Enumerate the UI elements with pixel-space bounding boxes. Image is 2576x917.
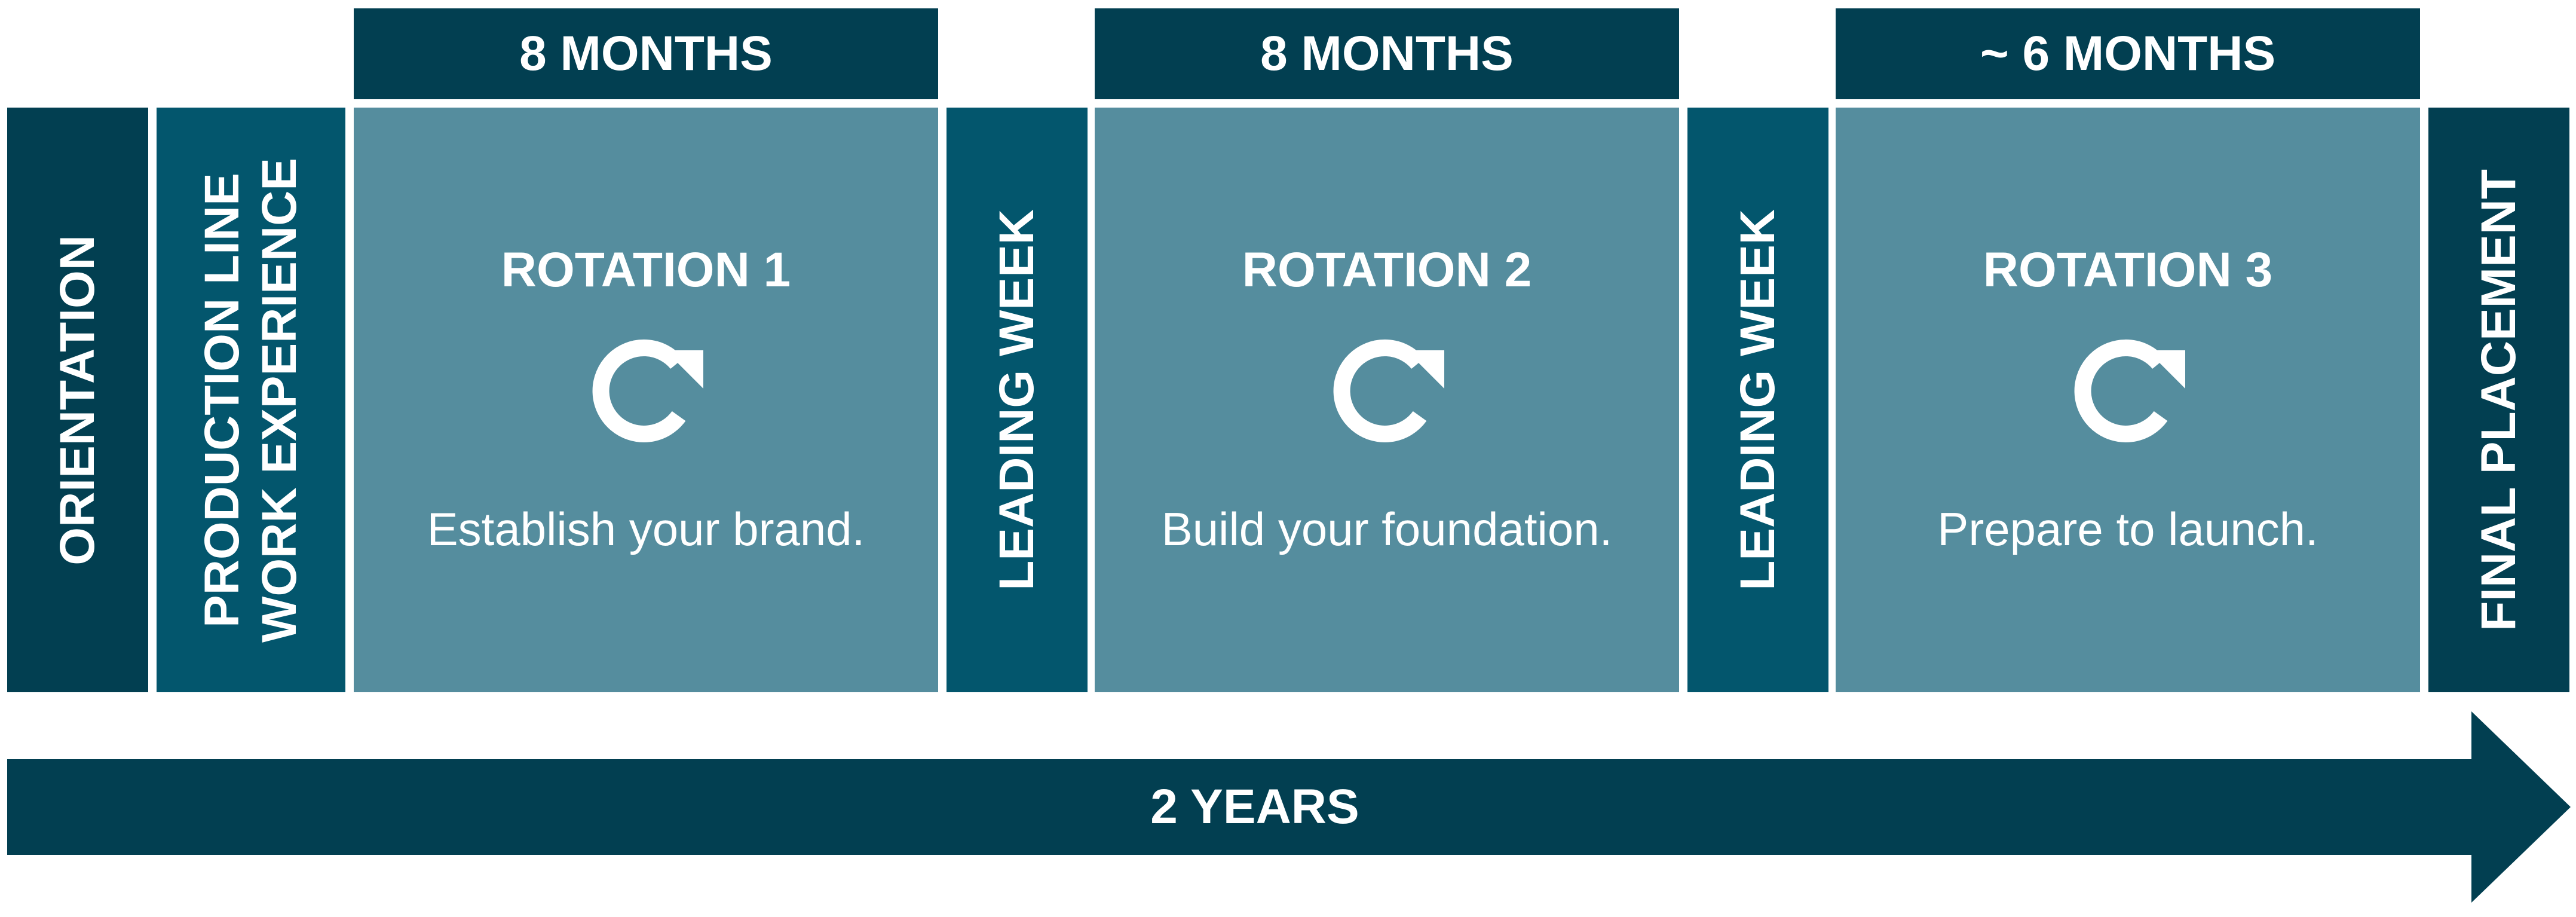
rotation-title: ROTATION 1 [501, 243, 791, 297]
phase-final-placement: FINAL PLACEMENT [2428, 108, 2569, 692]
rotation-description: Establish your brand. [427, 503, 865, 555]
rotation-title: ROTATION 2 [1242, 243, 1532, 297]
timeline-arrow [7, 711, 2571, 903]
rotate-arrow-icon [592, 339, 703, 442]
rotate-arrow-icon [2074, 339, 2185, 442]
phase-label: ORIENTATION [50, 234, 105, 566]
rotation-title: ROTATION 3 [1983, 243, 2273, 297]
phase-label-line-2: WORK EXPERIENCE [252, 157, 307, 643]
timeline-label: 2 YEARS [1150, 780, 1359, 834]
duration-rotation-2: 8 MONTHS [1095, 8, 1679, 99]
rotation-description: Prepare to launch. [1937, 503, 2318, 555]
rotation-2: ROTATION 2 Build your foundation. [1095, 108, 1679, 692]
duration-label: ~ 6 MONTHS [1980, 26, 2276, 81]
duration-rotation-3: ~ 6 MONTHS [1836, 8, 2420, 99]
phase-label-line-1: PRODUCTION LINE [195, 172, 249, 628]
rotation-1: ROTATION 1 Establish your brand. [354, 108, 938, 692]
phase-orientation: ORIENTATION [7, 108, 148, 692]
duration-label: 8 MONTHS [519, 26, 773, 81]
rotation-description: Build your foundation. [1161, 503, 1613, 555]
phase-label: LEADING WEEK [1730, 209, 1785, 591]
phase-production-line: PRODUCTION LINE WORK EXPERIENCE [157, 108, 345, 692]
phase-label: FINAL PLACEMENT [2471, 169, 2526, 631]
duration-rotation-1: 8 MONTHS [354, 8, 938, 99]
rotation-3: ROTATION 3 Prepare to launch. [1836, 108, 2420, 692]
phase-leading-week-2: LEADING WEEK [1687, 108, 1828, 692]
phase-label: LEADING WEEK [990, 209, 1044, 591]
phase-label: PRODUCTION LINE WORK EXPERIENCE [194, 158, 308, 643]
phase-leading-week-1: LEADING WEEK [947, 108, 1088, 692]
duration-label: 8 MONTHS [1260, 26, 1514, 81]
rotate-arrow-icon [1333, 339, 1444, 442]
